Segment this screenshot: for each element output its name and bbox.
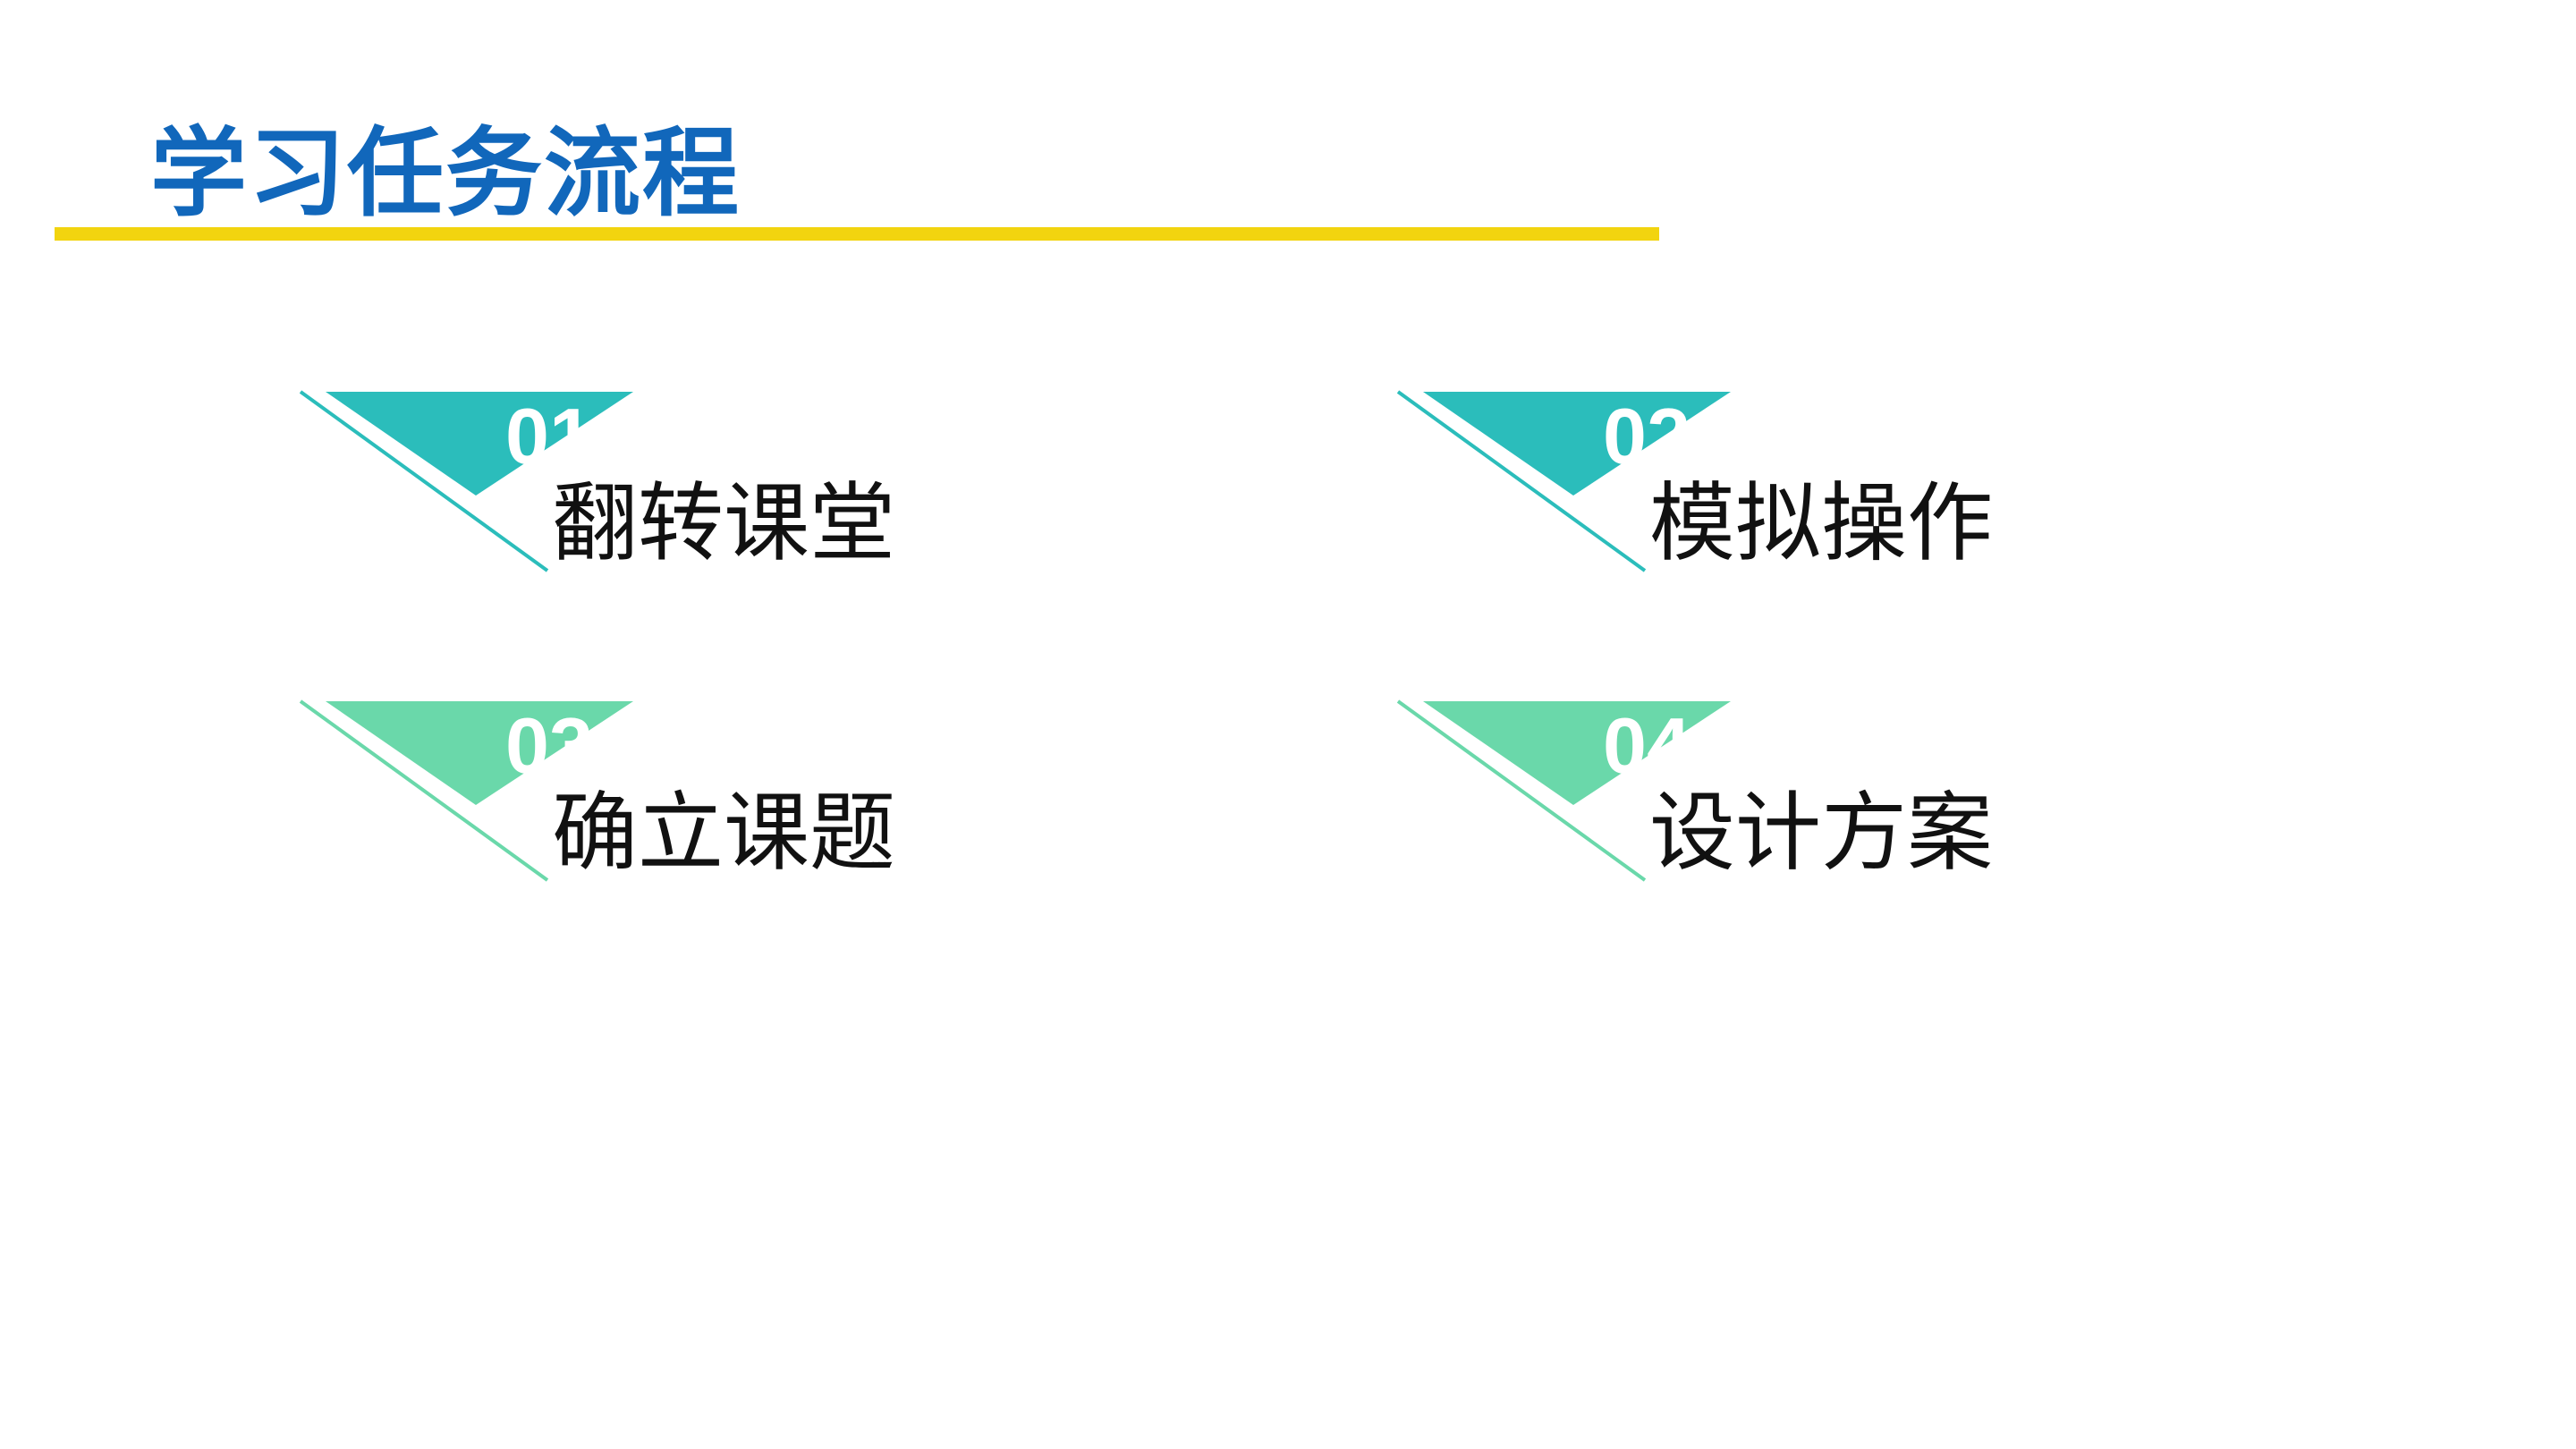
page-title: 学习任务流程 <box>150 118 741 230</box>
step-number: 02 <box>1603 392 1690 480</box>
step-triangle-02 <box>1396 390 1731 572</box>
step-triangle-01 <box>299 390 633 572</box>
step-label: 模拟操作 <box>1649 473 1993 573</box>
step-label: 翻转课堂 <box>552 473 895 573</box>
step-number: 04 <box>1603 701 1690 790</box>
step-item-02: 02 模拟操作 <box>1396 390 2292 606</box>
step-number: 03 <box>505 701 593 790</box>
step-triangle-04 <box>1396 699 1731 882</box>
step-item-04: 04 设计方案 <box>1396 699 2292 916</box>
step-triangle-03 <box>299 699 633 882</box>
step-label: 设计方案 <box>1649 783 1993 883</box>
step-item-01: 01 翻转课堂 <box>299 390 1195 606</box>
step-label: 确立课题 <box>552 783 895 883</box>
title-underline <box>55 227 1659 241</box>
step-item-03: 03 确立课题 <box>299 699 1195 916</box>
step-number: 01 <box>505 392 593 480</box>
